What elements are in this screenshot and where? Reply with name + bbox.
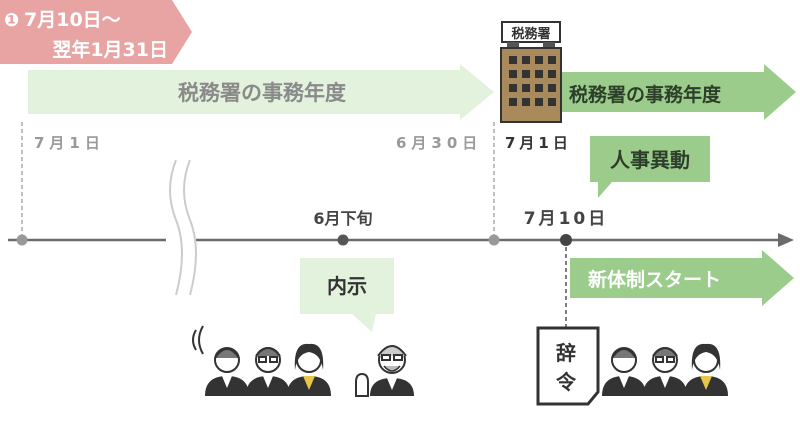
period-badge-line2: 翌年1月31日 (52, 38, 168, 61)
period-badge-line1: 7月10日～ (24, 9, 121, 31)
date-late-june: 6月下旬 (313, 209, 372, 228)
timeline-dot-june30 (488, 234, 500, 246)
appointment-doc-char1: 辞 (556, 341, 576, 365)
timeline-break-mark (166, 159, 197, 296)
period-badge-number: ❶ (4, 10, 19, 31)
timeline-dot-july10 (560, 234, 572, 246)
staff-group-icon (192, 325, 332, 397)
fiscal-year-arrow-right: 税務署の事務年度 (562, 64, 796, 120)
date-june30: 6月30日 (396, 134, 482, 152)
date-july1-left: 7月1日 (34, 134, 105, 152)
informal-notice-label: 内示 (327, 274, 367, 298)
fiscal-year-label-left: 税務署の事務年度 (178, 81, 346, 105)
tax-office-sign: 税務署 (511, 26, 550, 42)
tax-office-building-icon: 税務署 (500, 21, 562, 123)
personnel-change-label: 人事異動 (610, 148, 690, 172)
timeline-dot-july1-left (16, 234, 28, 246)
new-structure-arrow: 新体制スタート (570, 250, 794, 306)
personnel-change-callout: 人事異動 (590, 136, 710, 198)
fiscal-year-label-right: 税務署の事務年度 (569, 83, 722, 106)
appointment-doc-char2: 令 (556, 370, 577, 394)
date-july1-right: 7月1日 (505, 134, 572, 152)
period-badge: ❶ 7月10日～ 翌年1月31日 (0, 0, 192, 64)
date-july10: 7月10日 (524, 209, 609, 229)
informal-notice-bubble: 内示 (300, 258, 394, 332)
new-staff-group-icon (601, 342, 729, 397)
supervisor-icon (355, 345, 414, 397)
timeline-dot-late-june (337, 234, 349, 246)
new-structure-label: 新体制スタート (588, 268, 721, 291)
appointment-document-icon: 辞 令 (536, 326, 600, 406)
timeline (8, 233, 794, 247)
fiscal-year-arrow-left: 税務署の事務年度 (28, 64, 494, 120)
